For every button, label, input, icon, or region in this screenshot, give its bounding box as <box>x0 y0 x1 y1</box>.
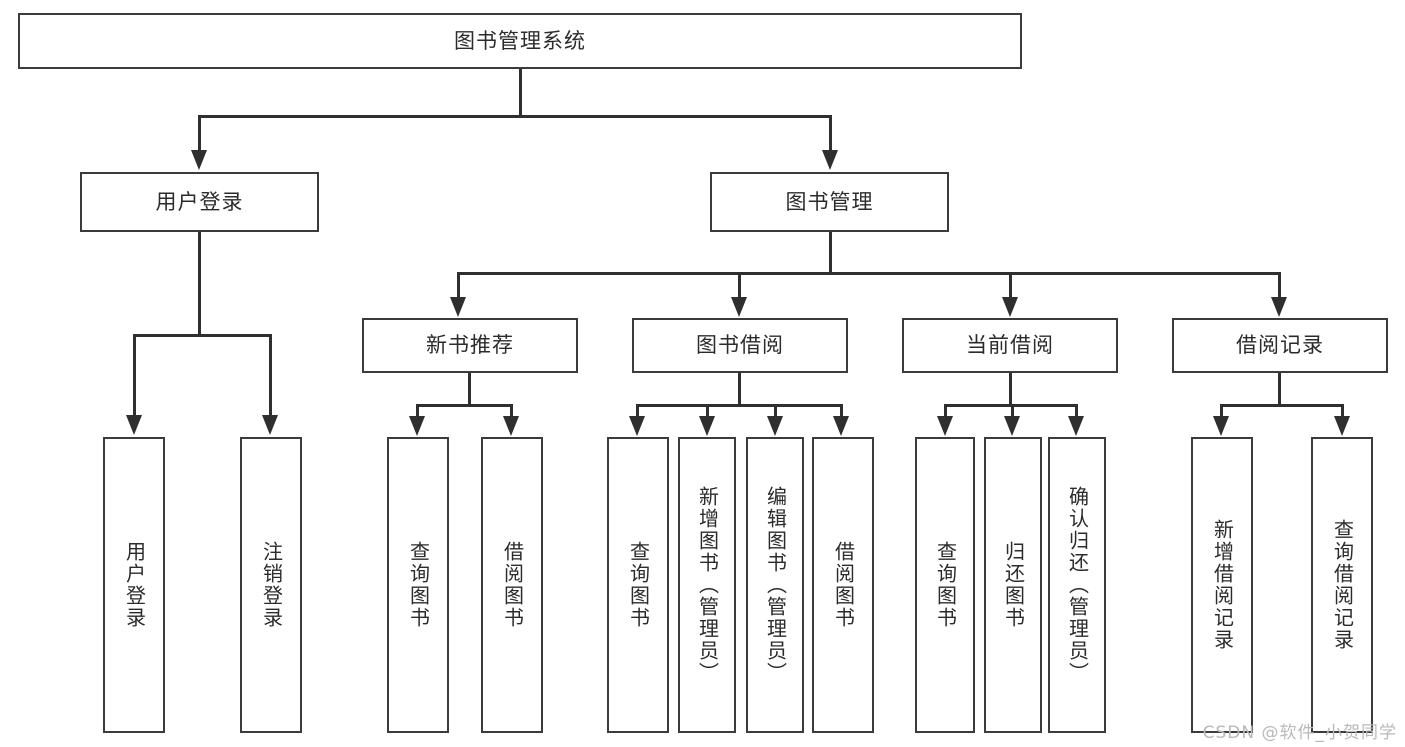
node-label: 借阅图书 <box>500 541 525 629</box>
node-leaf-user-login[interactable]: 用户登录 <box>103 437 165 733</box>
arrow-borrow-record-to-leaf-1 <box>1213 416 1229 436</box>
node-leaf-query-book-3[interactable]: 查询图书 <box>915 437 975 733</box>
connector-current-borrow-stem <box>1009 373 1012 407</box>
connector-borrow-record-bar <box>1220 404 1344 407</box>
node-label: 确认归还（管理员） <box>1065 486 1090 684</box>
connector-root-to-book-manage <box>829 115 832 153</box>
node-label: 查询图书 <box>406 541 431 629</box>
node-new-book-rec[interactable]: 新书推荐 <box>362 318 578 373</box>
node-current-borrow[interactable]: 当前借阅 <box>902 318 1118 373</box>
arrow-current-borrow-to-leaf-2 <box>1004 416 1020 436</box>
connector-current-borrow-to-leaf-1 <box>944 404 947 420</box>
connector-book-manage-to-new-book-rec <box>457 272 460 300</box>
node-label: 图书管理 <box>785 189 874 214</box>
node-leaf-query-book-2[interactable]: 查询图书 <box>607 437 669 733</box>
node-label: 图书管理系统 <box>454 28 586 53</box>
node-leaf-logout[interactable]: 注销登录 <box>240 437 302 733</box>
node-label: 图书借阅 <box>696 333 784 358</box>
node-label: 查询图书 <box>933 541 958 629</box>
connector-book-borrow-stem <box>738 373 741 407</box>
node-leaf-confirm-return[interactable]: 确认归还（管理员） <box>1048 437 1106 733</box>
connector-user-login-to-leaf-1 <box>133 334 136 418</box>
connector-book-borrow-to-leaf-3 <box>774 404 777 420</box>
node-label: 借阅记录 <box>1236 333 1324 358</box>
node-leaf-borrow-book-1[interactable]: 借阅图书 <box>481 437 543 733</box>
connector-root-stem <box>519 69 522 117</box>
connector-current-borrow-to-leaf-3 <box>1075 404 1078 420</box>
connector-book-borrow-to-leaf-4 <box>840 404 843 420</box>
node-label: 用户登录 <box>122 541 147 629</box>
node-user-login[interactable]: 用户登录 <box>80 172 319 232</box>
node-leaf-add-record[interactable]: 新增借阅记录 <box>1191 437 1253 733</box>
connector-user-login-to-leaf-2 <box>269 334 272 418</box>
node-label: 归还图书 <box>1001 541 1026 629</box>
connector-book-borrow-to-leaf-2 <box>706 404 709 420</box>
node-borrow-record[interactable]: 借阅记录 <box>1172 318 1388 373</box>
node-label: 新增图书（管理员） <box>695 486 720 684</box>
arrow-user-login-to-leaf-1 <box>126 415 142 435</box>
connector-book-manage-to-book-borrow <box>738 272 741 300</box>
connector-book-borrow-bar <box>636 404 843 407</box>
arrow-borrow-record-to-leaf-2 <box>1334 416 1350 436</box>
connector-borrow-record-to-leaf-1 <box>1220 404 1223 420</box>
node-label: 注销登录 <box>259 541 284 629</box>
connector-current-borrow-to-leaf-2 <box>1011 404 1014 420</box>
arrow-new-book-rec-to-leaf-2 <box>503 416 519 436</box>
connector-root-to-user-login <box>198 115 201 153</box>
arrow-current-borrow-to-leaf-3 <box>1068 416 1084 436</box>
connector-new-book-rec-to-leaf-1 <box>416 404 419 420</box>
arrow-current-borrow-to-leaf-1 <box>937 416 953 436</box>
node-label: 查询图书 <box>626 541 651 629</box>
node-leaf-borrow-book-2[interactable]: 借阅图书 <box>812 437 874 733</box>
node-label: 当前借阅 <box>966 333 1054 358</box>
node-label: 编辑图书（管理员） <box>763 486 788 684</box>
node-label: 新书推荐 <box>426 333 514 358</box>
node-leaf-add-book[interactable]: 新增图书（管理员） <box>678 437 736 733</box>
arrow-book-borrow-to-leaf-2 <box>699 416 715 436</box>
connector-new-book-rec-bar <box>416 404 513 407</box>
connector-book-manage-to-current-borrow <box>1009 272 1012 300</box>
arrow-to-new-book-rec <box>450 297 466 317</box>
connector-borrow-record-to-leaf-2 <box>1341 404 1344 420</box>
arrow-book-borrow-to-leaf-4 <box>833 416 849 436</box>
node-label: 查询借阅记录 <box>1330 519 1355 651</box>
node-label: 新增借阅记录 <box>1210 519 1235 651</box>
connector-user-login-stem <box>198 232 201 336</box>
connector-root-bar <box>198 115 832 118</box>
connector-book-manage-bar <box>457 272 1281 275</box>
connector-borrow-record-stem <box>1278 373 1281 407</box>
node-leaf-query-book-1[interactable]: 查询图书 <box>387 437 449 733</box>
arrow-root-to-book-manage <box>822 150 838 170</box>
arrow-to-borrow-record <box>1271 297 1287 317</box>
connector-user-login-bar <box>133 334 272 337</box>
node-leaf-edit-book[interactable]: 编辑图书（管理员） <box>746 437 804 733</box>
node-root-system[interactable]: 图书管理系统 <box>18 13 1022 69</box>
arrow-book-borrow-to-leaf-1 <box>629 416 645 436</box>
node-book-borrow[interactable]: 图书借阅 <box>632 318 848 373</box>
connector-new-book-rec-to-leaf-2 <box>510 404 513 420</box>
connector-book-manage-stem <box>829 232 832 274</box>
arrow-to-current-borrow <box>1002 297 1018 317</box>
arrow-user-login-to-leaf-2 <box>262 415 278 435</box>
connector-new-book-rec-stem <box>468 373 471 407</box>
node-book-manage[interactable]: 图书管理 <box>710 172 949 232</box>
node-leaf-return-book[interactable]: 归还图书 <box>984 437 1042 733</box>
connector-book-borrow-to-leaf-1 <box>636 404 639 420</box>
node-label: 用户登录 <box>155 189 244 214</box>
connector-book-manage-to-borrow-record <box>1278 272 1281 300</box>
arrow-book-borrow-to-leaf-3 <box>767 416 783 436</box>
node-label: 借阅图书 <box>831 541 856 629</box>
arrow-root-to-user-login <box>191 150 207 170</box>
arrow-new-book-rec-to-leaf-1 <box>409 416 425 436</box>
arrow-to-book-borrow <box>731 297 747 317</box>
node-leaf-query-record[interactable]: 查询借阅记录 <box>1311 437 1373 733</box>
